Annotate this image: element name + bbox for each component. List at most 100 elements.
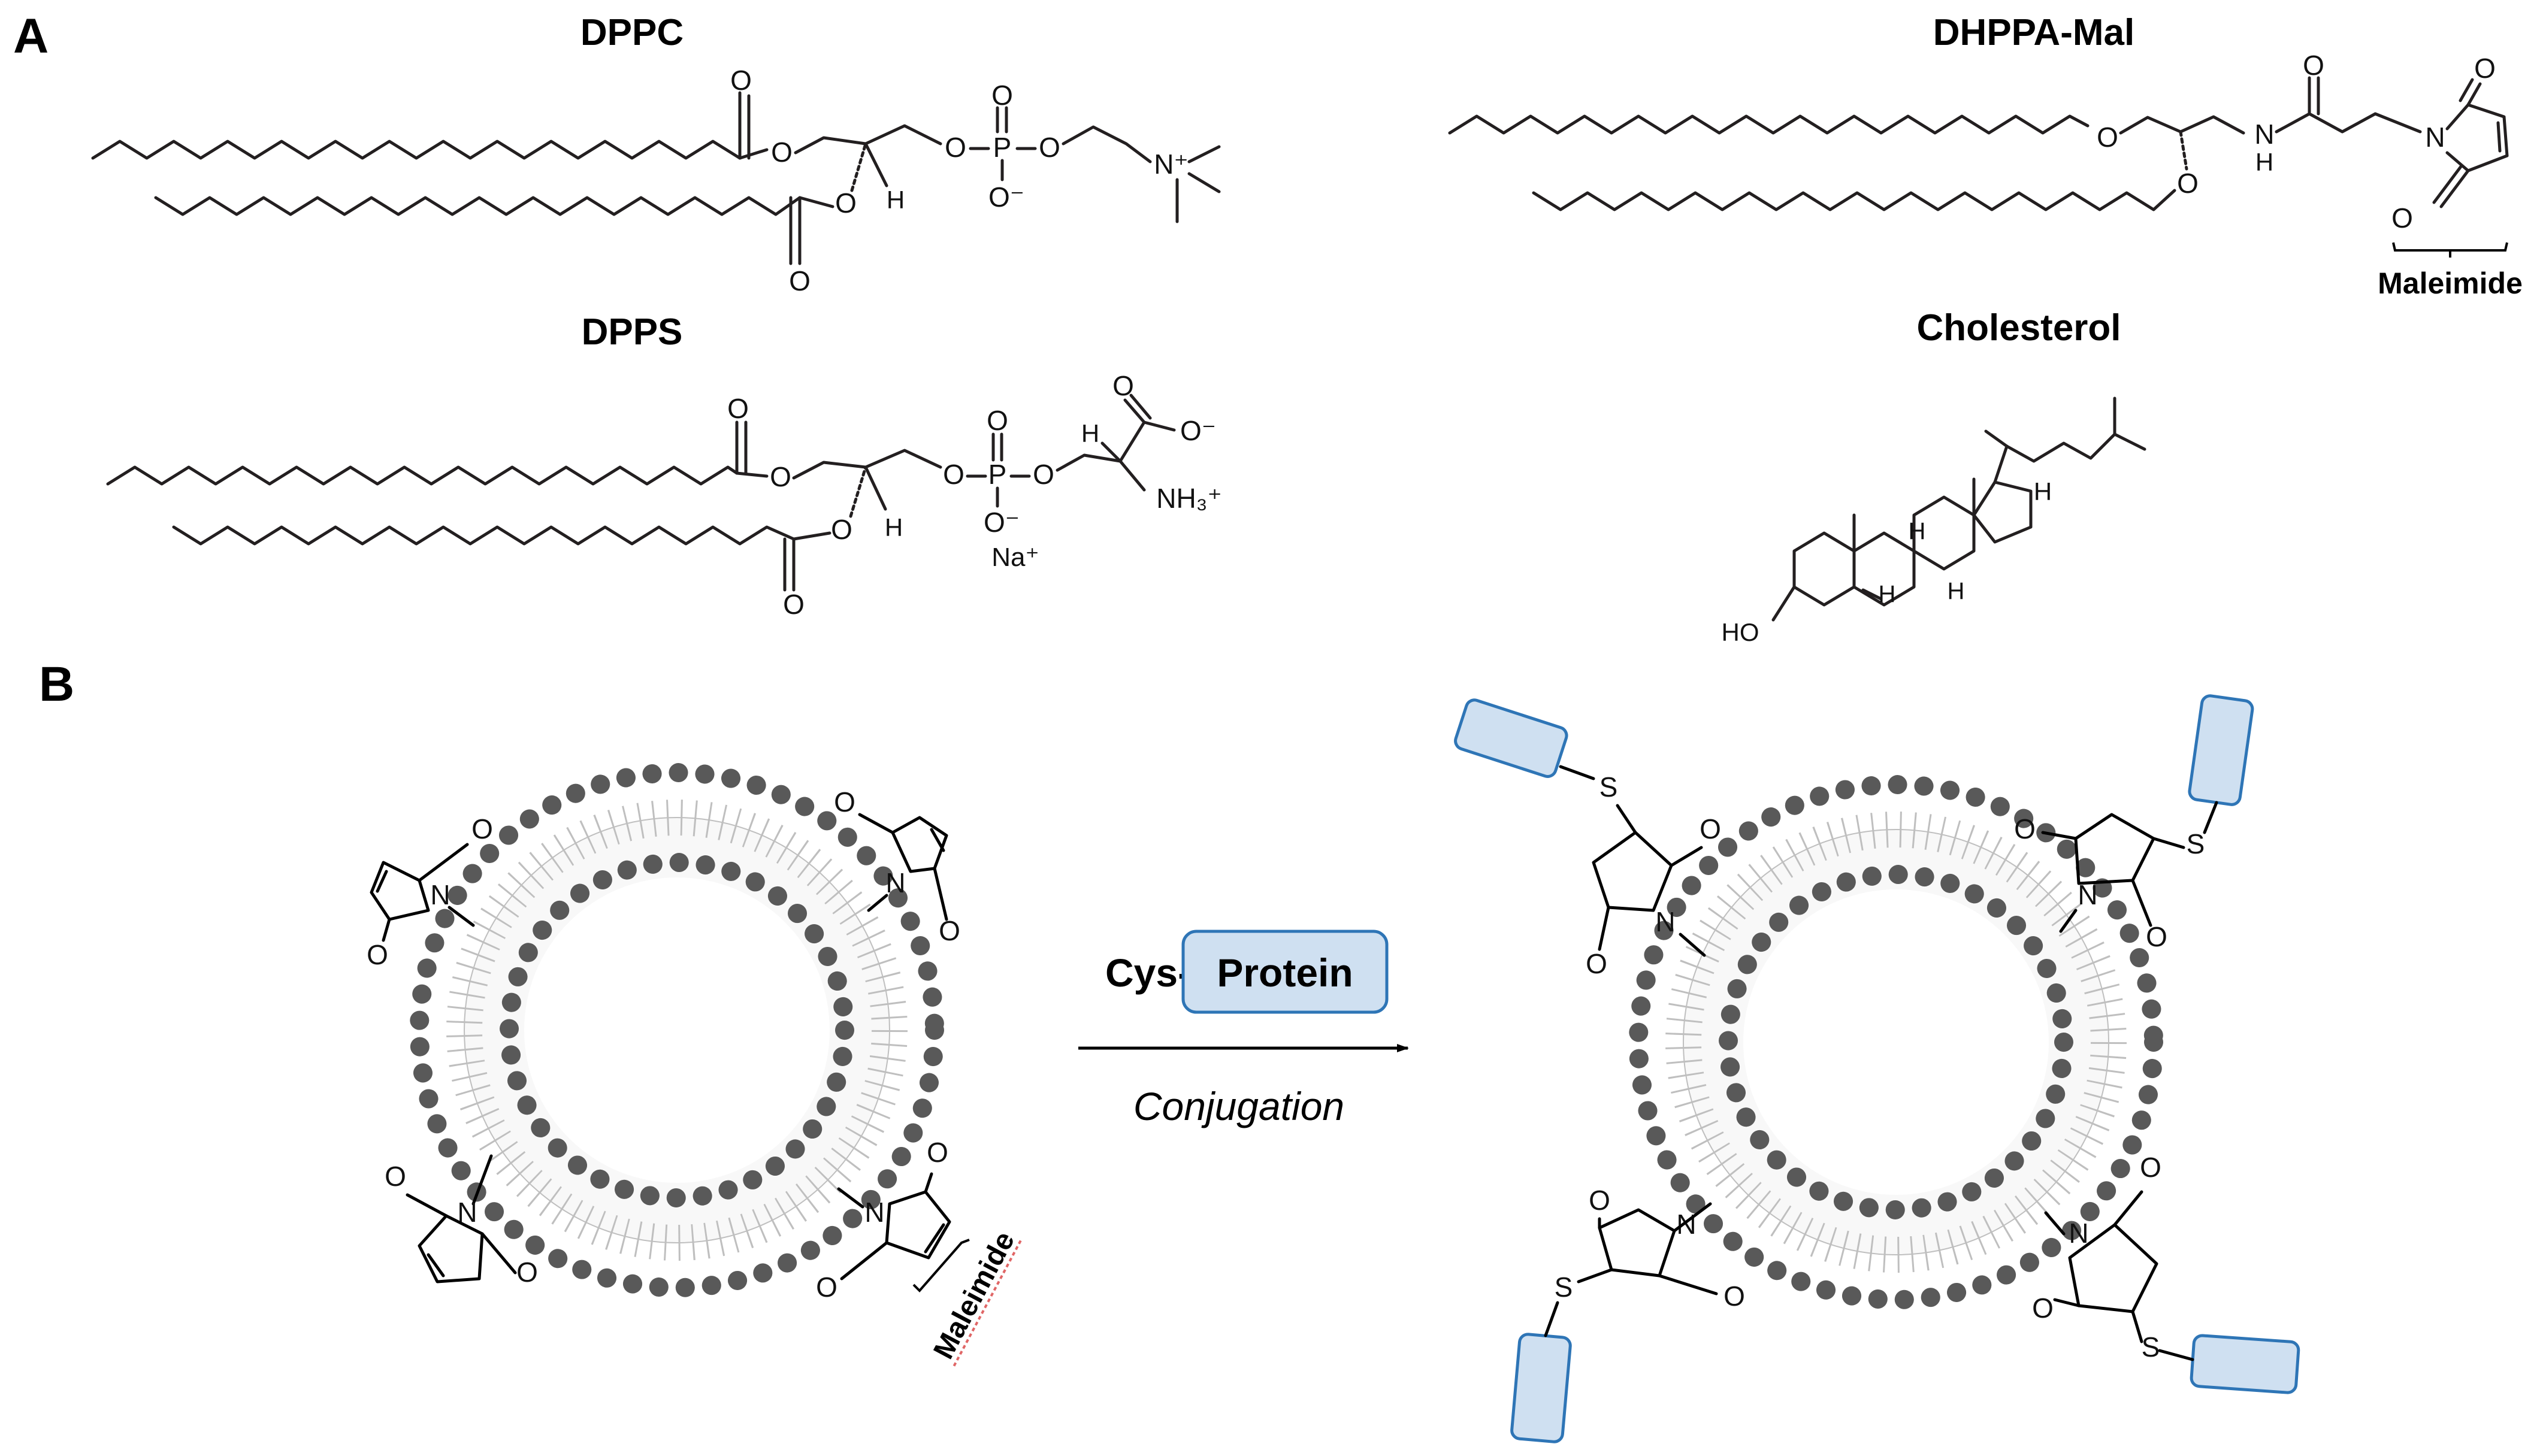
dppc-chain-1 bbox=[91, 140, 742, 160]
conjugation-label: Conjugation bbox=[1133, 1084, 1344, 1128]
svg-text:N: N bbox=[2069, 1218, 2088, 1249]
conjugate-top-right: S O N O bbox=[2014, 694, 2254, 952]
svg-text:O: O bbox=[987, 405, 1008, 436]
svg-text:S: S bbox=[1599, 771, 1618, 803]
dhppa-chain-1 bbox=[1448, 114, 2090, 135]
svg-text:O: O bbox=[1033, 459, 1054, 490]
svg-text:O: O bbox=[2474, 53, 2496, 84]
svg-text:O: O bbox=[1700, 813, 1721, 844]
svg-text:O: O bbox=[1112, 370, 1134, 401]
svg-text:O: O bbox=[943, 459, 964, 490]
dppc-title: DPPC bbox=[580, 12, 684, 53]
svg-text:H: H bbox=[1081, 419, 1099, 447]
maleimide-label-a: Maleimide bbox=[2378, 267, 2523, 300]
liposome-right bbox=[1629, 775, 2163, 1309]
maleimide-left-bottom-right: N O O Maleimide bbox=[816, 1137, 1023, 1367]
maleimide-left-top-right: N O O bbox=[834, 786, 960, 946]
svg-text:O: O bbox=[2146, 921, 2167, 952]
svg-text:O: O bbox=[471, 813, 493, 844]
svg-text:H: H bbox=[1909, 518, 1926, 544]
svg-text:H: H bbox=[1948, 578, 1965, 604]
svg-text:H: H bbox=[2255, 148, 2273, 176]
svg-text:S: S bbox=[2187, 828, 2205, 859]
protein-label: Protein bbox=[1217, 951, 1353, 995]
cholesterol-structure: Cholesterol H H H H HO bbox=[1722, 307, 2146, 646]
svg-text:O: O bbox=[939, 915, 960, 946]
panel-label-a: A bbox=[13, 9, 49, 63]
svg-text:N: N bbox=[864, 1197, 884, 1228]
svg-text:O: O bbox=[2391, 202, 2413, 234]
maleimide-label-b: Maleimide bbox=[927, 1227, 1021, 1364]
protein-box bbox=[1181, 930, 1389, 1014]
svg-text:H: H bbox=[887, 186, 905, 214]
svg-text:O: O bbox=[816, 1272, 837, 1303]
svg-text:N: N bbox=[885, 867, 905, 898]
svg-text:O: O bbox=[1589, 1185, 1610, 1216]
svg-text:H: H bbox=[2034, 477, 2052, 505]
svg-text:N: N bbox=[2078, 879, 2097, 910]
svg-text:Na⁺: Na⁺ bbox=[991, 543, 1039, 572]
maleimide-left-top-left: N O O bbox=[367, 813, 493, 970]
svg-text:O: O bbox=[1586, 948, 1607, 979]
dhppa-chain-2 bbox=[1532, 189, 2176, 211]
svg-text:O: O bbox=[1723, 1281, 1745, 1312]
svg-text:O: O bbox=[2032, 1292, 2054, 1324]
svg-text:O⁻: O⁻ bbox=[984, 507, 1020, 538]
svg-text:N: N bbox=[1676, 1209, 1696, 1240]
svg-text:N: N bbox=[1655, 906, 1675, 937]
svg-text:O: O bbox=[2097, 122, 2118, 153]
svg-text:O: O bbox=[385, 1161, 406, 1192]
svg-text:O: O bbox=[2140, 1152, 2161, 1183]
svg-text:HO: HO bbox=[1722, 618, 1759, 646]
svg-text:P: P bbox=[988, 459, 1007, 490]
svg-text:O: O bbox=[927, 1137, 948, 1168]
svg-text:O: O bbox=[730, 65, 752, 96]
conjugate-bottom-right: S O N O bbox=[2032, 1152, 2300, 1394]
svg-text:O: O bbox=[2014, 813, 2036, 844]
dppc-chain-2 bbox=[154, 196, 802, 216]
svg-text:O: O bbox=[516, 1257, 538, 1288]
svg-text:O: O bbox=[945, 132, 966, 163]
svg-text:O: O bbox=[789, 265, 811, 296]
svg-text:O: O bbox=[834, 786, 855, 818]
dpps-title: DPPS bbox=[582, 311, 683, 353]
liposome-left bbox=[410, 763, 944, 1297]
svg-text:O: O bbox=[2177, 168, 2199, 199]
svg-text:O⁻: O⁻ bbox=[1180, 415, 1216, 446]
svg-text:O: O bbox=[2303, 50, 2324, 81]
svg-text:O: O bbox=[727, 393, 749, 424]
svg-text:O: O bbox=[770, 461, 791, 492]
svg-text:N⁺: N⁺ bbox=[1154, 149, 1189, 180]
svg-text:O: O bbox=[991, 80, 1013, 111]
cys-label: Cys- bbox=[1105, 951, 1191, 995]
svg-text:O: O bbox=[1039, 132, 1060, 163]
svg-text:P: P bbox=[993, 132, 1012, 163]
dpps-structure: DPPS O O O O H O P O O⁻ Na⁺ O H O bbox=[106, 311, 1222, 620]
maleimide-left-bottom-left: N O O bbox=[385, 1154, 538, 1288]
svg-text:N: N bbox=[2254, 119, 2274, 150]
dppc-structure: DPPC O O O O H O P O O⁻ O N⁺ bbox=[91, 12, 1221, 296]
svg-text:S: S bbox=[2142, 1331, 2160, 1363]
conjugate-top-left: S O N O bbox=[1454, 698, 1721, 979]
svg-text:O: O bbox=[367, 939, 388, 970]
svg-text:N: N bbox=[2425, 122, 2445, 153]
svg-text:NH₃⁺: NH₃⁺ bbox=[1156, 483, 1221, 514]
svg-text:O⁻: O⁻ bbox=[988, 181, 1024, 213]
svg-text:H: H bbox=[1879, 581, 1896, 607]
dpps-chain-1 bbox=[106, 465, 739, 486]
svg-text:H: H bbox=[885, 513, 903, 541]
svg-text:O: O bbox=[831, 514, 852, 545]
svg-text:N: N bbox=[430, 879, 450, 910]
panel-label-b: B bbox=[39, 657, 74, 712]
svg-text:O: O bbox=[835, 187, 857, 219]
svg-text:O: O bbox=[783, 589, 805, 620]
reaction-arrow: Cys- Protein Conjugation bbox=[1078, 930, 1409, 1128]
dhppa-mal-title: DHPPA-Mal bbox=[1933, 12, 2134, 53]
conjugate-bottom-left: S O N O bbox=[1510, 1185, 1745, 1443]
dhppa-mal-structure: DHPPA-Mal O O N H O N O O Maleimide bbox=[1448, 12, 2523, 300]
cholesterol-title: Cholesterol bbox=[1916, 307, 2121, 349]
svg-text:O: O bbox=[771, 137, 793, 168]
svg-text:S: S bbox=[1555, 1272, 1573, 1303]
dpps-chain-2 bbox=[172, 525, 796, 546]
